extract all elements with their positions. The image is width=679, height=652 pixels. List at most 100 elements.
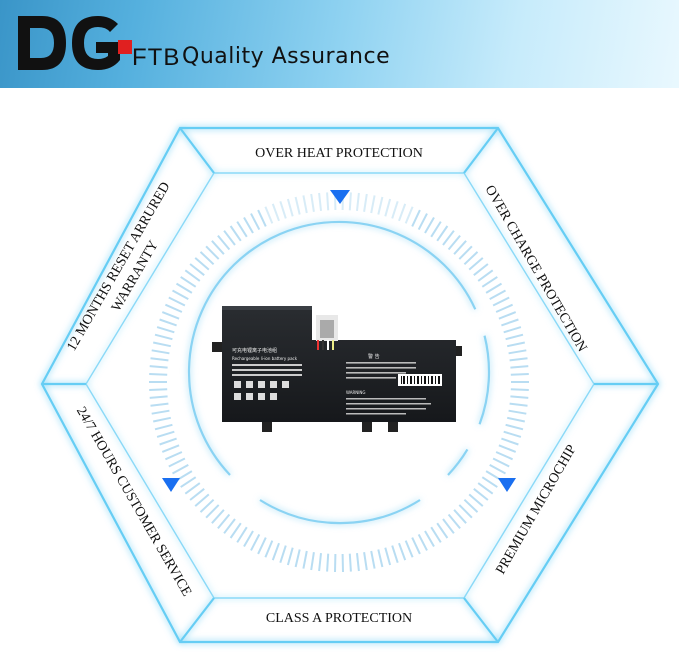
tick-mark — [377, 549, 384, 568]
radial-ticks — [149, 191, 529, 573]
tick-mark — [229, 522, 242, 539]
tick-mark — [473, 488, 489, 501]
tick-mark — [417, 213, 428, 231]
tick-mark — [156, 430, 175, 438]
tick-mark — [442, 518, 455, 534]
arrow-left-icon — [162, 478, 180, 492]
tick-mark — [501, 437, 519, 446]
tick-mark — [164, 303, 183, 313]
tick-mark — [404, 540, 414, 558]
tick-mark — [184, 482, 201, 495]
header-banner: FTB Quality Assurance — [0, 0, 679, 88]
inner-ring — [187, 220, 491, 525]
tick-mark — [477, 482, 494, 495]
tick-mark — [194, 493, 210, 507]
tick-mark — [356, 192, 360, 212]
tick-mark — [149, 365, 168, 369]
tick-mark — [211, 240, 225, 255]
tick-mark — [510, 365, 529, 369]
tick-mark — [508, 349, 527, 355]
tick-mark — [430, 526, 442, 543]
tick-mark — [159, 318, 177, 327]
tick-mark — [211, 509, 225, 524]
tick-mark — [154, 423, 173, 431]
tick-mark — [223, 518, 236, 534]
tick-mark — [510, 373, 529, 376]
tick-mark — [510, 388, 529, 391]
tick-mark — [384, 198, 392, 217]
tick-mark — [152, 416, 172, 423]
tick-mark — [318, 552, 322, 572]
tick-mark — [286, 547, 294, 566]
tick-mark — [503, 430, 522, 438]
battery-label-title: 可充电锂离子电池组 — [232, 347, 277, 354]
tick-mark — [363, 552, 368, 571]
tick-mark — [505, 423, 524, 431]
tick-mark — [463, 251, 479, 266]
tick-mark — [398, 203, 407, 222]
tick-mark — [391, 545, 399, 564]
tick-mark — [485, 282, 503, 294]
tick-mark — [436, 225, 449, 242]
tick-mark — [172, 464, 189, 475]
tick-mark — [503, 326, 522, 334]
battery-warning-title: 警 告 — [368, 353, 380, 360]
feature-class-a-protection: CLASS A PROTECTION — [265, 611, 413, 626]
tick-mark — [310, 552, 315, 571]
tick-mark — [229, 225, 242, 242]
tick-mark — [463, 498, 479, 513]
tick-mark — [495, 451, 514, 461]
tick-mark — [442, 230, 455, 246]
header-title: Quality Assurance — [182, 44, 391, 69]
tick-mark — [184, 269, 201, 282]
tick-mark — [498, 444, 517, 453]
tick-mark — [310, 193, 315, 212]
tick-mark — [223, 230, 236, 246]
tick-mark — [250, 213, 261, 231]
tick-mark — [189, 488, 205, 501]
tick-mark — [151, 349, 170, 355]
battery-warning-en: WARNING — [346, 390, 366, 395]
tick-mark — [161, 444, 180, 453]
tick-mark — [411, 209, 421, 227]
tick-mark — [505, 333, 524, 341]
tick-mark — [194, 257, 210, 271]
tick-mark — [458, 245, 473, 260]
tick-mark — [243, 216, 254, 234]
tick-mark — [271, 203, 280, 222]
tick-mark — [236, 221, 248, 238]
tick-mark — [217, 513, 231, 530]
tick-mark — [510, 395, 529, 399]
tick-mark — [205, 245, 220, 260]
tick-mark — [199, 251, 215, 266]
tick-mark — [205, 504, 220, 519]
tick-mark — [294, 549, 301, 568]
tick-mark — [348, 192, 352, 211]
tick-mark — [294, 196, 301, 215]
tick-mark — [370, 550, 376, 569]
tick-mark — [509, 402, 528, 407]
tick-mark — [501, 318, 519, 327]
tick-mark — [473, 263, 489, 276]
tick-mark — [495, 303, 514, 313]
tick-mark — [481, 276, 498, 288]
tick-mark — [477, 269, 494, 282]
tick-mark — [271, 542, 280, 561]
arrow-right-icon — [498, 478, 516, 492]
battery-label-subtitle: Rechargeable li-ion battery pack — [232, 356, 298, 361]
tick-mark — [398, 542, 407, 561]
tick-mark — [264, 206, 274, 224]
tick-mark — [180, 476, 197, 488]
tick-mark — [286, 198, 294, 217]
tick-mark — [302, 195, 308, 214]
tick-mark — [257, 209, 267, 227]
tick-mark — [175, 282, 193, 294]
tick-mark — [377, 196, 384, 215]
feature-over-heat-protection: OVER HEAT PROTECTION — [255, 146, 423, 161]
tick-mark — [506, 341, 526, 348]
tick-mark — [236, 526, 248, 543]
arrow-top-icon — [330, 190, 350, 204]
tick-mark — [509, 357, 528, 362]
tick-mark — [149, 388, 168, 391]
tick-mark — [152, 341, 172, 348]
